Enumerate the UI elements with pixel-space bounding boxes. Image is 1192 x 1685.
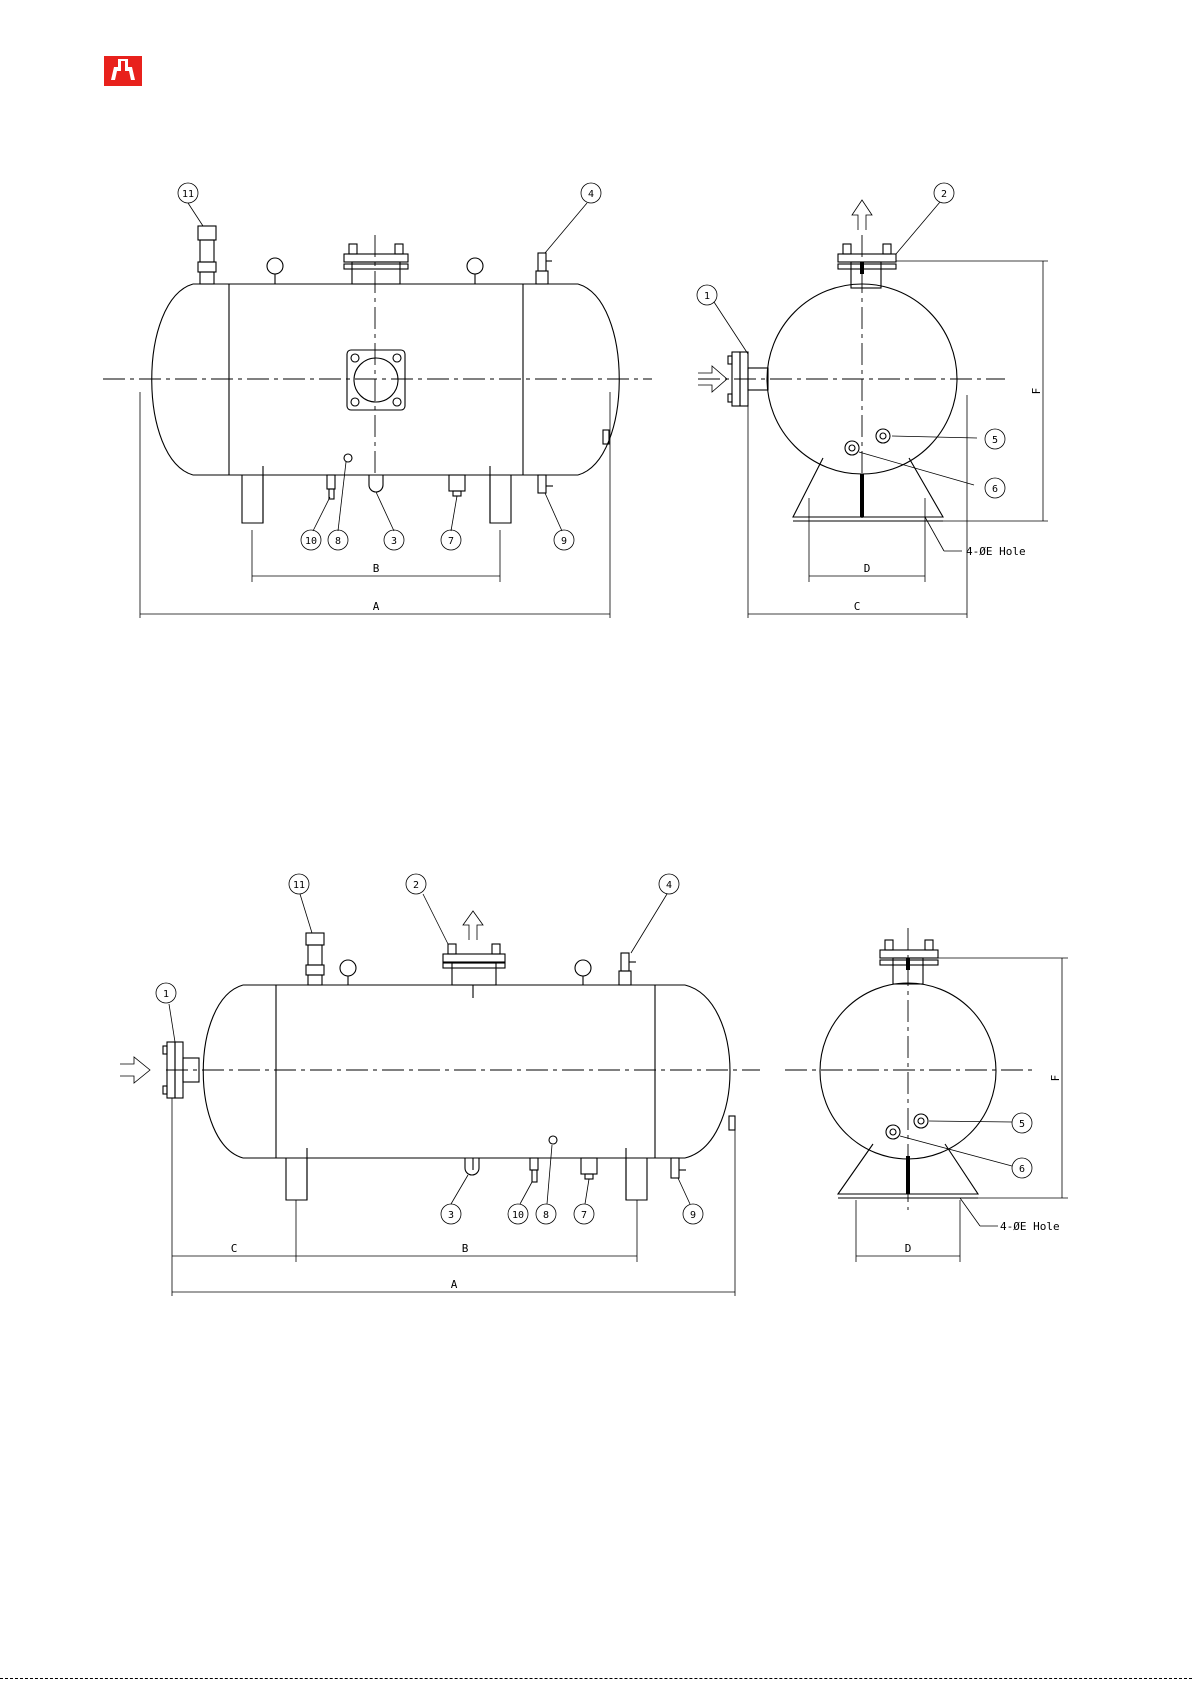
callout-item-10: 10 — [508, 1204, 528, 1224]
lower-front-view — [120, 894, 760, 1296]
dim-b-label: B — [462, 1242, 469, 1255]
dim-d-label: D — [864, 562, 871, 575]
callout-item-4: 4 — [581, 183, 601, 203]
item-number: 3 — [391, 536, 397, 547]
dim-f-label: F — [1030, 388, 1043, 395]
item-number: 4 — [666, 880, 672, 891]
dim-d-label: D — [905, 1242, 912, 1255]
hole-note: 4-ØE Hole — [1000, 1220, 1060, 1233]
item-number: 8 — [543, 1210, 549, 1221]
upper-front-view — [103, 203, 652, 618]
item-number: 1 — [704, 291, 710, 302]
callout-item-10: 10 — [301, 530, 321, 550]
item-number: 8 — [335, 536, 341, 547]
callout-item-9: 9 — [683, 1204, 703, 1224]
hole-note: 4-ØE Hole — [966, 545, 1026, 558]
item-number: 11 — [293, 880, 305, 891]
callout-item-1: 1 — [697, 285, 717, 305]
item-number: 10 — [305, 536, 317, 547]
callout-item-9: 9 — [554, 530, 574, 550]
upper-callouts: 11 4 10 8 3 7 9 2 1 5 6 B A D C F 4-ØE H… — [178, 183, 1043, 613]
callout-item-5: 5 — [985, 429, 1005, 449]
item-number: 5 — [992, 435, 998, 446]
dim-a-label: A — [451, 1278, 458, 1291]
callout-item-8: 8 — [536, 1204, 556, 1224]
item-number: 2 — [941, 189, 947, 200]
item-number: 4 — [588, 189, 594, 200]
callout-item-2: 2 — [406, 874, 426, 894]
item-number: 3 — [448, 1210, 454, 1221]
lower-callouts: 11 2 4 1 3 10 8 7 9 5 6 C B A D F 4-ØE H… — [156, 874, 1062, 1291]
dim-f-label: F — [1049, 1075, 1062, 1082]
callout-item-7: 7 — [441, 530, 461, 550]
callout-item-3: 3 — [384, 530, 404, 550]
item-number: 9 — [561, 536, 567, 547]
page-bottom-rule — [0, 1678, 1192, 1679]
item-number: 1 — [163, 989, 169, 1000]
callout-item-2: 2 — [934, 183, 954, 203]
dim-a-label: A — [373, 600, 380, 613]
callout-item-11: 11 — [289, 874, 309, 894]
dim-c-label: C — [854, 600, 861, 613]
dim-c-label: C — [231, 1242, 238, 1255]
item-number: 10 — [512, 1210, 524, 1221]
lower-side-view — [785, 928, 1068, 1262]
item-number: 9 — [690, 1210, 696, 1221]
callout-item-8: 8 — [328, 530, 348, 550]
item-number: 11 — [182, 189, 194, 200]
callout-item-11: 11 — [178, 183, 198, 203]
callout-item-1: 1 — [156, 983, 176, 1003]
callout-item-4: 4 — [659, 874, 679, 894]
callout-item-5: 5 — [1012, 1113, 1032, 1133]
callout-item-3: 3 — [441, 1204, 461, 1224]
item-number: 6 — [1019, 1164, 1025, 1175]
item-number: 7 — [581, 1210, 587, 1221]
item-number: 6 — [992, 484, 998, 495]
callout-item-7: 7 — [574, 1204, 594, 1224]
item-number: 7 — [448, 536, 454, 547]
item-number: 5 — [1019, 1119, 1025, 1130]
callout-item-6: 6 — [985, 478, 1005, 498]
dim-b-label: B — [373, 562, 380, 575]
item-number: 2 — [413, 880, 419, 891]
callout-item-6: 6 — [1012, 1158, 1032, 1178]
